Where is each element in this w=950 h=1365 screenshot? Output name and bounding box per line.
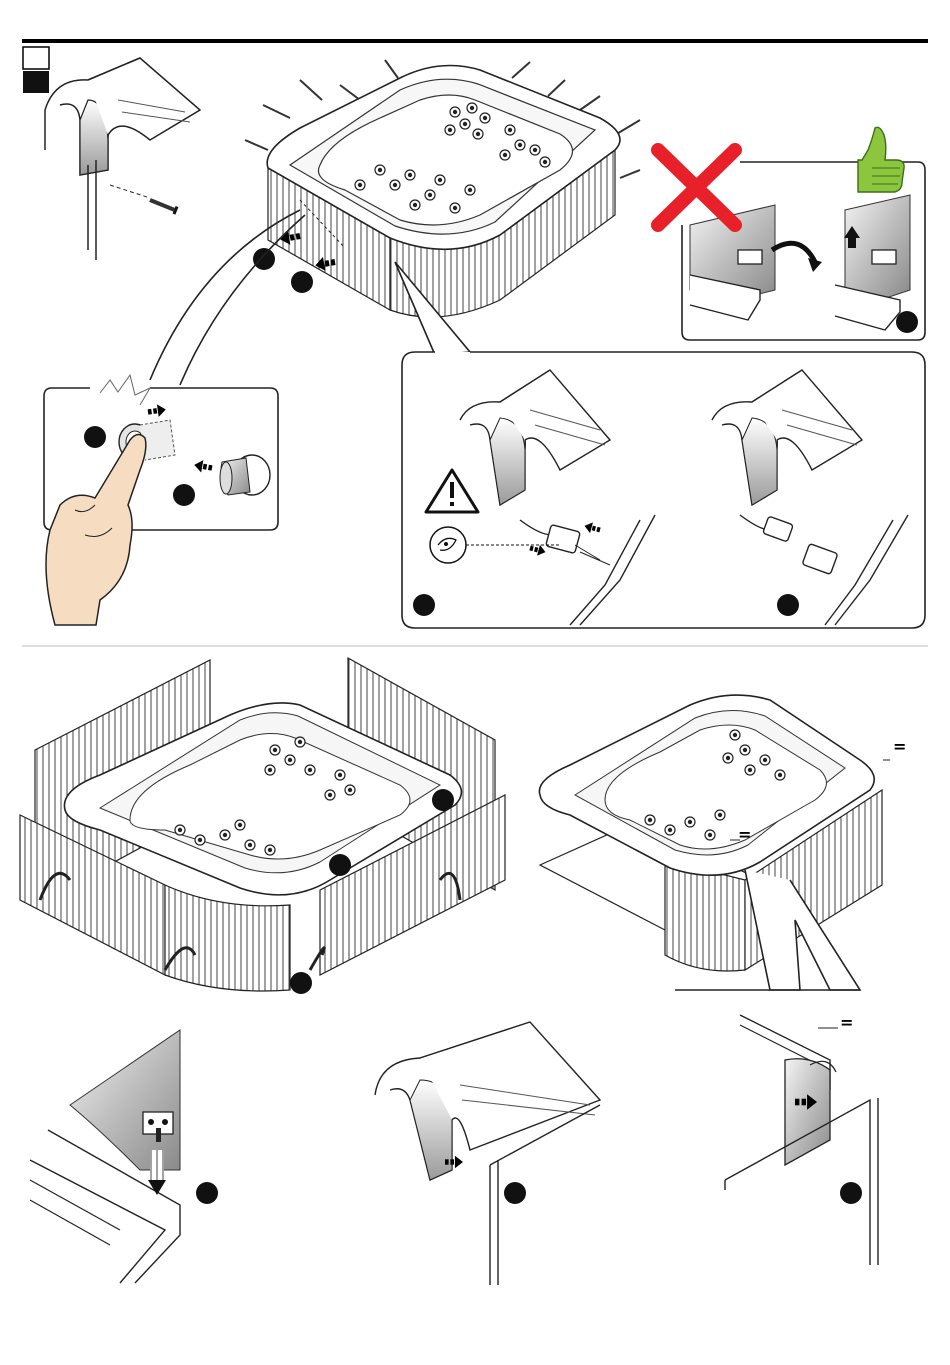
thumbs-up-icon [858,127,904,192]
step-marker-4 [84,426,106,448]
step-marker-7 [777,594,799,616]
exploded-panel-illustration [20,658,505,991]
equal-gap-mark-top: = [883,737,906,760]
step-marker-13 [840,1182,862,1204]
assembled-tub-illustration [539,695,882,990]
corner-profile-detail: = [725,1013,878,1265]
equal-mark-label: = [840,1013,853,1032]
button-removed-icon [220,455,270,495]
trim-screw-detail [45,58,200,260]
step-marker-9 [329,854,351,876]
clip-drop-detail [30,1030,180,1283]
step-marker-11 [196,1182,218,1204]
step-marker-2 [291,271,313,293]
step-marker-6 [413,594,435,616]
step-marker-8 [432,789,454,811]
language-boxes [23,47,49,93]
screw-icon [149,196,179,214]
step-marker-3 [896,311,918,333]
connector-detail-panel [402,352,925,628]
step-marker-5 [173,484,195,506]
equal-mark-label: = [738,825,751,844]
trim-over-panel-detail [375,1022,600,1285]
step-marker-10 [290,972,312,994]
equal-mark-label: = [893,737,906,756]
step-marker-12 [504,1182,526,1204]
step-marker-1 [253,248,275,270]
